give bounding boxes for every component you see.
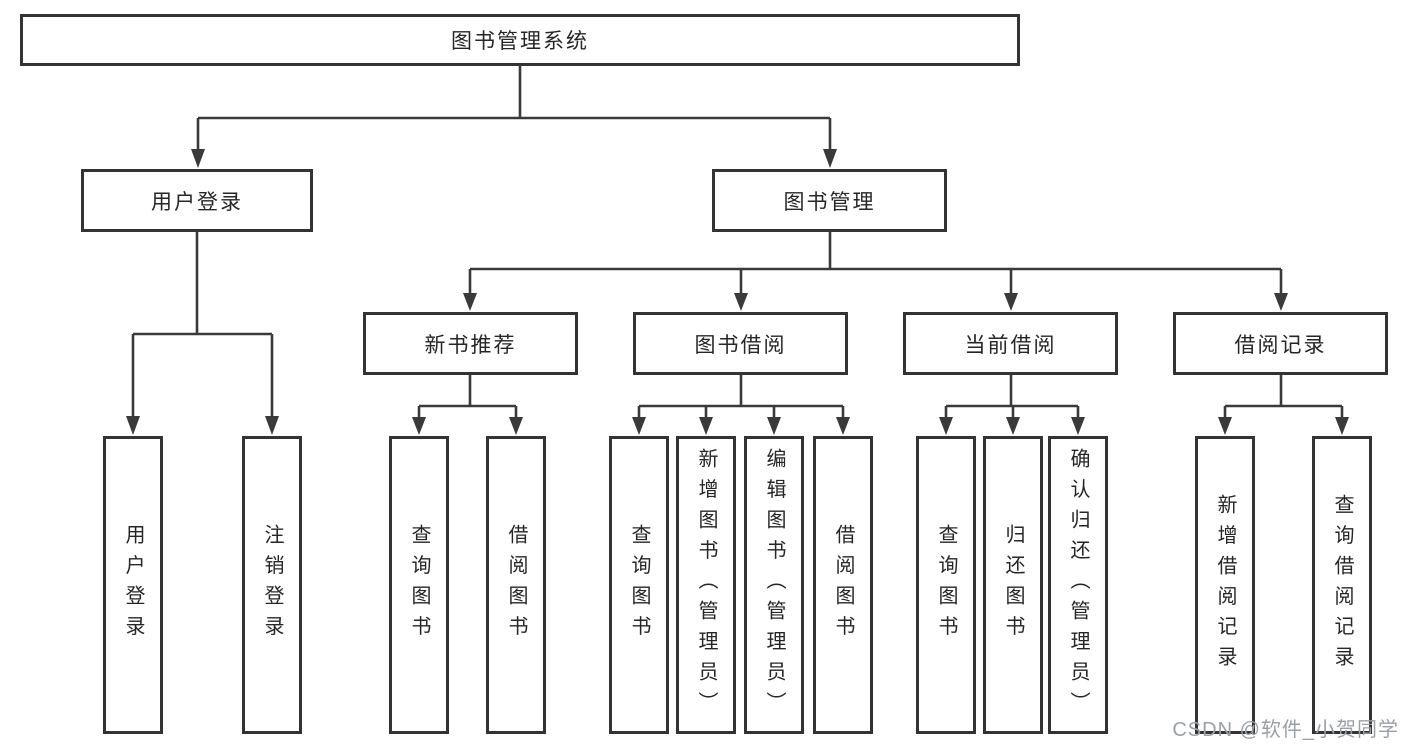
csdn-watermark: CSDN @软件_小贺同学 (1172, 719, 1399, 741)
leaf-query-books: 查询图书 (916, 436, 976, 734)
leaf-confirm-return-admin: 确认归还（管理员） (1048, 436, 1108, 734)
leaf-query-books: 查询图书 (609, 436, 669, 734)
leaf-label: 用户登录 (122, 524, 144, 646)
leaf-add-borrow-record: 新增借阅记录 (1195, 436, 1255, 734)
node-current-borrow: 当前借阅 (903, 312, 1118, 375)
node-new-book-recommend: 新书推荐 (363, 312, 578, 375)
leaf-label: 查询图书 (935, 524, 957, 646)
leaf-return-books: 归还图书 (983, 436, 1043, 734)
node-book-management: 图书管理 (712, 169, 947, 232)
leaf-label: 借阅图书 (832, 524, 854, 646)
leaf-query-books: 查询图书 (389, 436, 449, 734)
node-label: 借阅记录 (1234, 333, 1327, 357)
node-system-root: 图书管理系统 (20, 14, 1020, 66)
leaf-borrow-books: 借阅图书 (813, 436, 873, 734)
leaf-label: 查询借阅记录 (1331, 493, 1353, 677)
leaf-logout: 注销登录 (242, 436, 302, 734)
leaf-label: 新增图书（管理员） (695, 448, 717, 722)
node-label: 用户登录 (151, 190, 243, 214)
node-label: 当前借阅 (964, 333, 1057, 357)
leaf-label: 新增借阅记录 (1214, 493, 1236, 677)
node-label: 新书推荐 (424, 333, 517, 357)
leaf-label: 确认归还（管理员） (1067, 448, 1089, 722)
leaf-user-login: 用户登录 (103, 436, 163, 734)
node-label: 图书管理系统 (451, 30, 589, 53)
leaf-query-borrow-record: 查询借阅记录 (1312, 436, 1372, 734)
leaf-label: 归还图书 (1002, 524, 1024, 646)
leaf-label: 借阅图书 (505, 524, 527, 646)
node-label: 图书管理 (783, 190, 876, 214)
node-user-login: 用户登录 (81, 169, 313, 232)
leaf-label: 查询图书 (408, 524, 430, 646)
leaf-label: 查询图书 (628, 524, 650, 646)
leaf-add-books-admin: 新增图书（管理员） (676, 436, 736, 734)
leaf-label: 注销登录 (261, 524, 283, 646)
node-label: 图书借阅 (694, 333, 787, 357)
leaf-label: 编辑图书（管理员） (763, 448, 785, 722)
node-book-borrow: 图书借阅 (633, 312, 848, 375)
leaf-borrow-books: 借阅图书 (486, 436, 546, 734)
leaf-edit-books-admin: 编辑图书（管理员） (744, 436, 804, 734)
node-borrow-records: 借阅记录 (1173, 312, 1388, 375)
